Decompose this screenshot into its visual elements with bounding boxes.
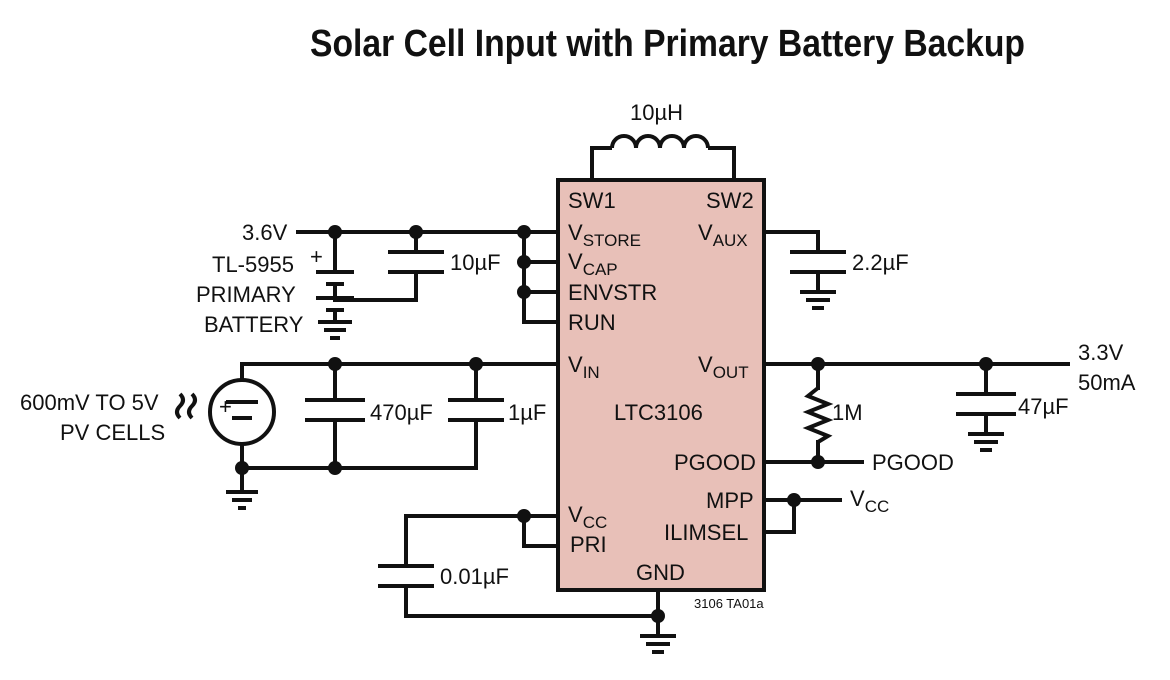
pin-run: RUN — [568, 310, 616, 335]
pin-gnd: GND — [636, 560, 685, 585]
battery-label-line1: PRIMARY — [196, 282, 296, 307]
battery-part-label: TL-5955 — [212, 252, 294, 277]
pin-vaux: VAUX — [698, 220, 748, 250]
inductor-10uh: 10µH — [590, 100, 736, 180]
pin-vin: VIN — [568, 352, 600, 382]
battery-plus-sign: + — [310, 244, 323, 269]
out-voltage-label: 3.3V — [1078, 340, 1124, 365]
output-network: 1M 47µF 3.3V 50mA PGOOD — [762, 340, 1136, 475]
cap-vcc-label: 0.01µF — [440, 564, 509, 589]
mpp-network: VCC — [762, 486, 889, 534]
ic-body — [556, 178, 766, 592]
figure-id: 3106 TA01a — [694, 596, 764, 611]
cap-in-bulk-label: 470µF — [370, 400, 433, 425]
pv-plus-sign: + — [219, 394, 232, 419]
pin-envstr: ENVSTR — [568, 280, 657, 305]
pin-sw1: SW1 — [568, 188, 616, 213]
vcc-network: 0.01µF 3106 TA01a — [378, 509, 764, 654]
pgood-output-label: PGOOD — [872, 450, 954, 475]
cap-out-label: 47µF — [1018, 394, 1069, 419]
pin-sw2: SW2 — [706, 188, 754, 213]
pin-pri: PRI — [570, 532, 607, 557]
ic-part-label: LTC3106 — [614, 400, 703, 425]
pv-input-network: + 600mV TO 5V PV CELLS 470µF 1µF — [20, 357, 560, 510]
diagram-title: Solar Cell Input with Primary Battery Ba… — [310, 23, 1025, 65]
pin-vcap: VCAP — [568, 249, 618, 279]
resistor-label: 1M — [832, 400, 863, 425]
pin-pgood: PGOOD — [674, 450, 756, 475]
cap-aux-label: 2.2µF — [852, 250, 909, 275]
battery-label-line2: BATTERY — [204, 312, 304, 337]
pin-ilimsel: ILIMSEL — [664, 520, 748, 545]
pin-vstore: VSTORE — [568, 220, 641, 250]
pin-mpp: MPP — [706, 488, 754, 513]
cap-in-small-label: 1µF — [508, 400, 546, 425]
inductor-label: 10µH — [630, 100, 683, 125]
vcc-output-label: VCC — [850, 486, 889, 516]
vaux-capacitor: 2.2µF — [762, 230, 909, 310]
pin-vcc: VCC — [568, 502, 607, 532]
cap-store-label: 10µF — [450, 250, 501, 275]
battery-voltage-label: 3.6V — [242, 220, 288, 245]
pv-label-line2: PV CELLS — [60, 420, 165, 445]
out-current-label: 50mA — [1078, 370, 1136, 395]
battery-network: 3.6V + TL-5955 PRIMARY BATTERY 10µF — [196, 220, 560, 340]
pin-vout: VOUT — [698, 352, 749, 382]
pv-label-line1: 600mV TO 5V — [20, 390, 159, 415]
